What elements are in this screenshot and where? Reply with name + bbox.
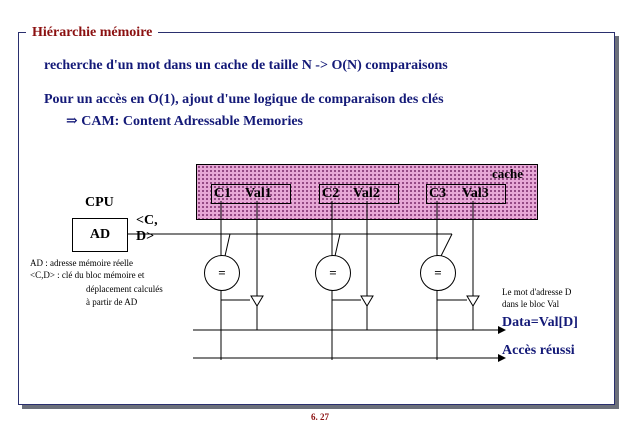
comparator-3: = [420,255,456,291]
cache-value: Val2 [353,186,380,201]
text-line-access: Pour un accès en O(1), ajout d'une logiq… [44,92,444,107]
cache-entry-1: C1 Val1 [211,184,291,204]
note-ad-line2: <C,D> : clé du bloc mémoire et [30,270,145,280]
cache-key: C1 [214,186,232,201]
cache-key: C2 [322,186,340,201]
cam-text: CAM: Content Adressable Memories [81,114,303,129]
note-result-line1: Le mot d'adresse D [502,287,572,297]
key-offset-line2: D> [136,229,155,244]
note-ad-line4: à partir de AD [86,297,138,307]
address-register: AD [72,218,128,252]
note-ad-line1: AD : adresse mémoire réelle [30,258,133,268]
page-number: 6. 27 [311,412,329,422]
cache-entry-2: C2 Val2 [319,184,399,204]
note-ad-line3: déplacement calculés [86,284,163,294]
cache-key: C3 [429,186,447,201]
comparator-2: = [315,255,351,291]
cpu-label: CPU [85,195,114,210]
cache-entry-3: C3 Val3 [426,184,506,204]
implies-arrow-icon: ⇒ [66,114,78,129]
key-offset-label: <C, D> [136,213,158,245]
note-result-line2: dans le bloc Val [502,299,560,309]
text-line-search: recherche d'un mot dans un cache de tail… [44,58,448,73]
data-output-label: Data=Val[D] [502,315,578,330]
cache-label: cache [492,166,524,181]
cache-value: Val1 [245,186,272,201]
hit-signal-label: Accès réussi [502,343,575,358]
cache-value: Val3 [462,186,489,201]
text-line-cam: ⇒ CAM: Content Adressable Memories [66,113,303,130]
comparator-1: = [204,255,240,291]
slide-title: Hiérarchie mémoire [26,24,159,42]
key-offset-line1: <C, [136,213,158,228]
